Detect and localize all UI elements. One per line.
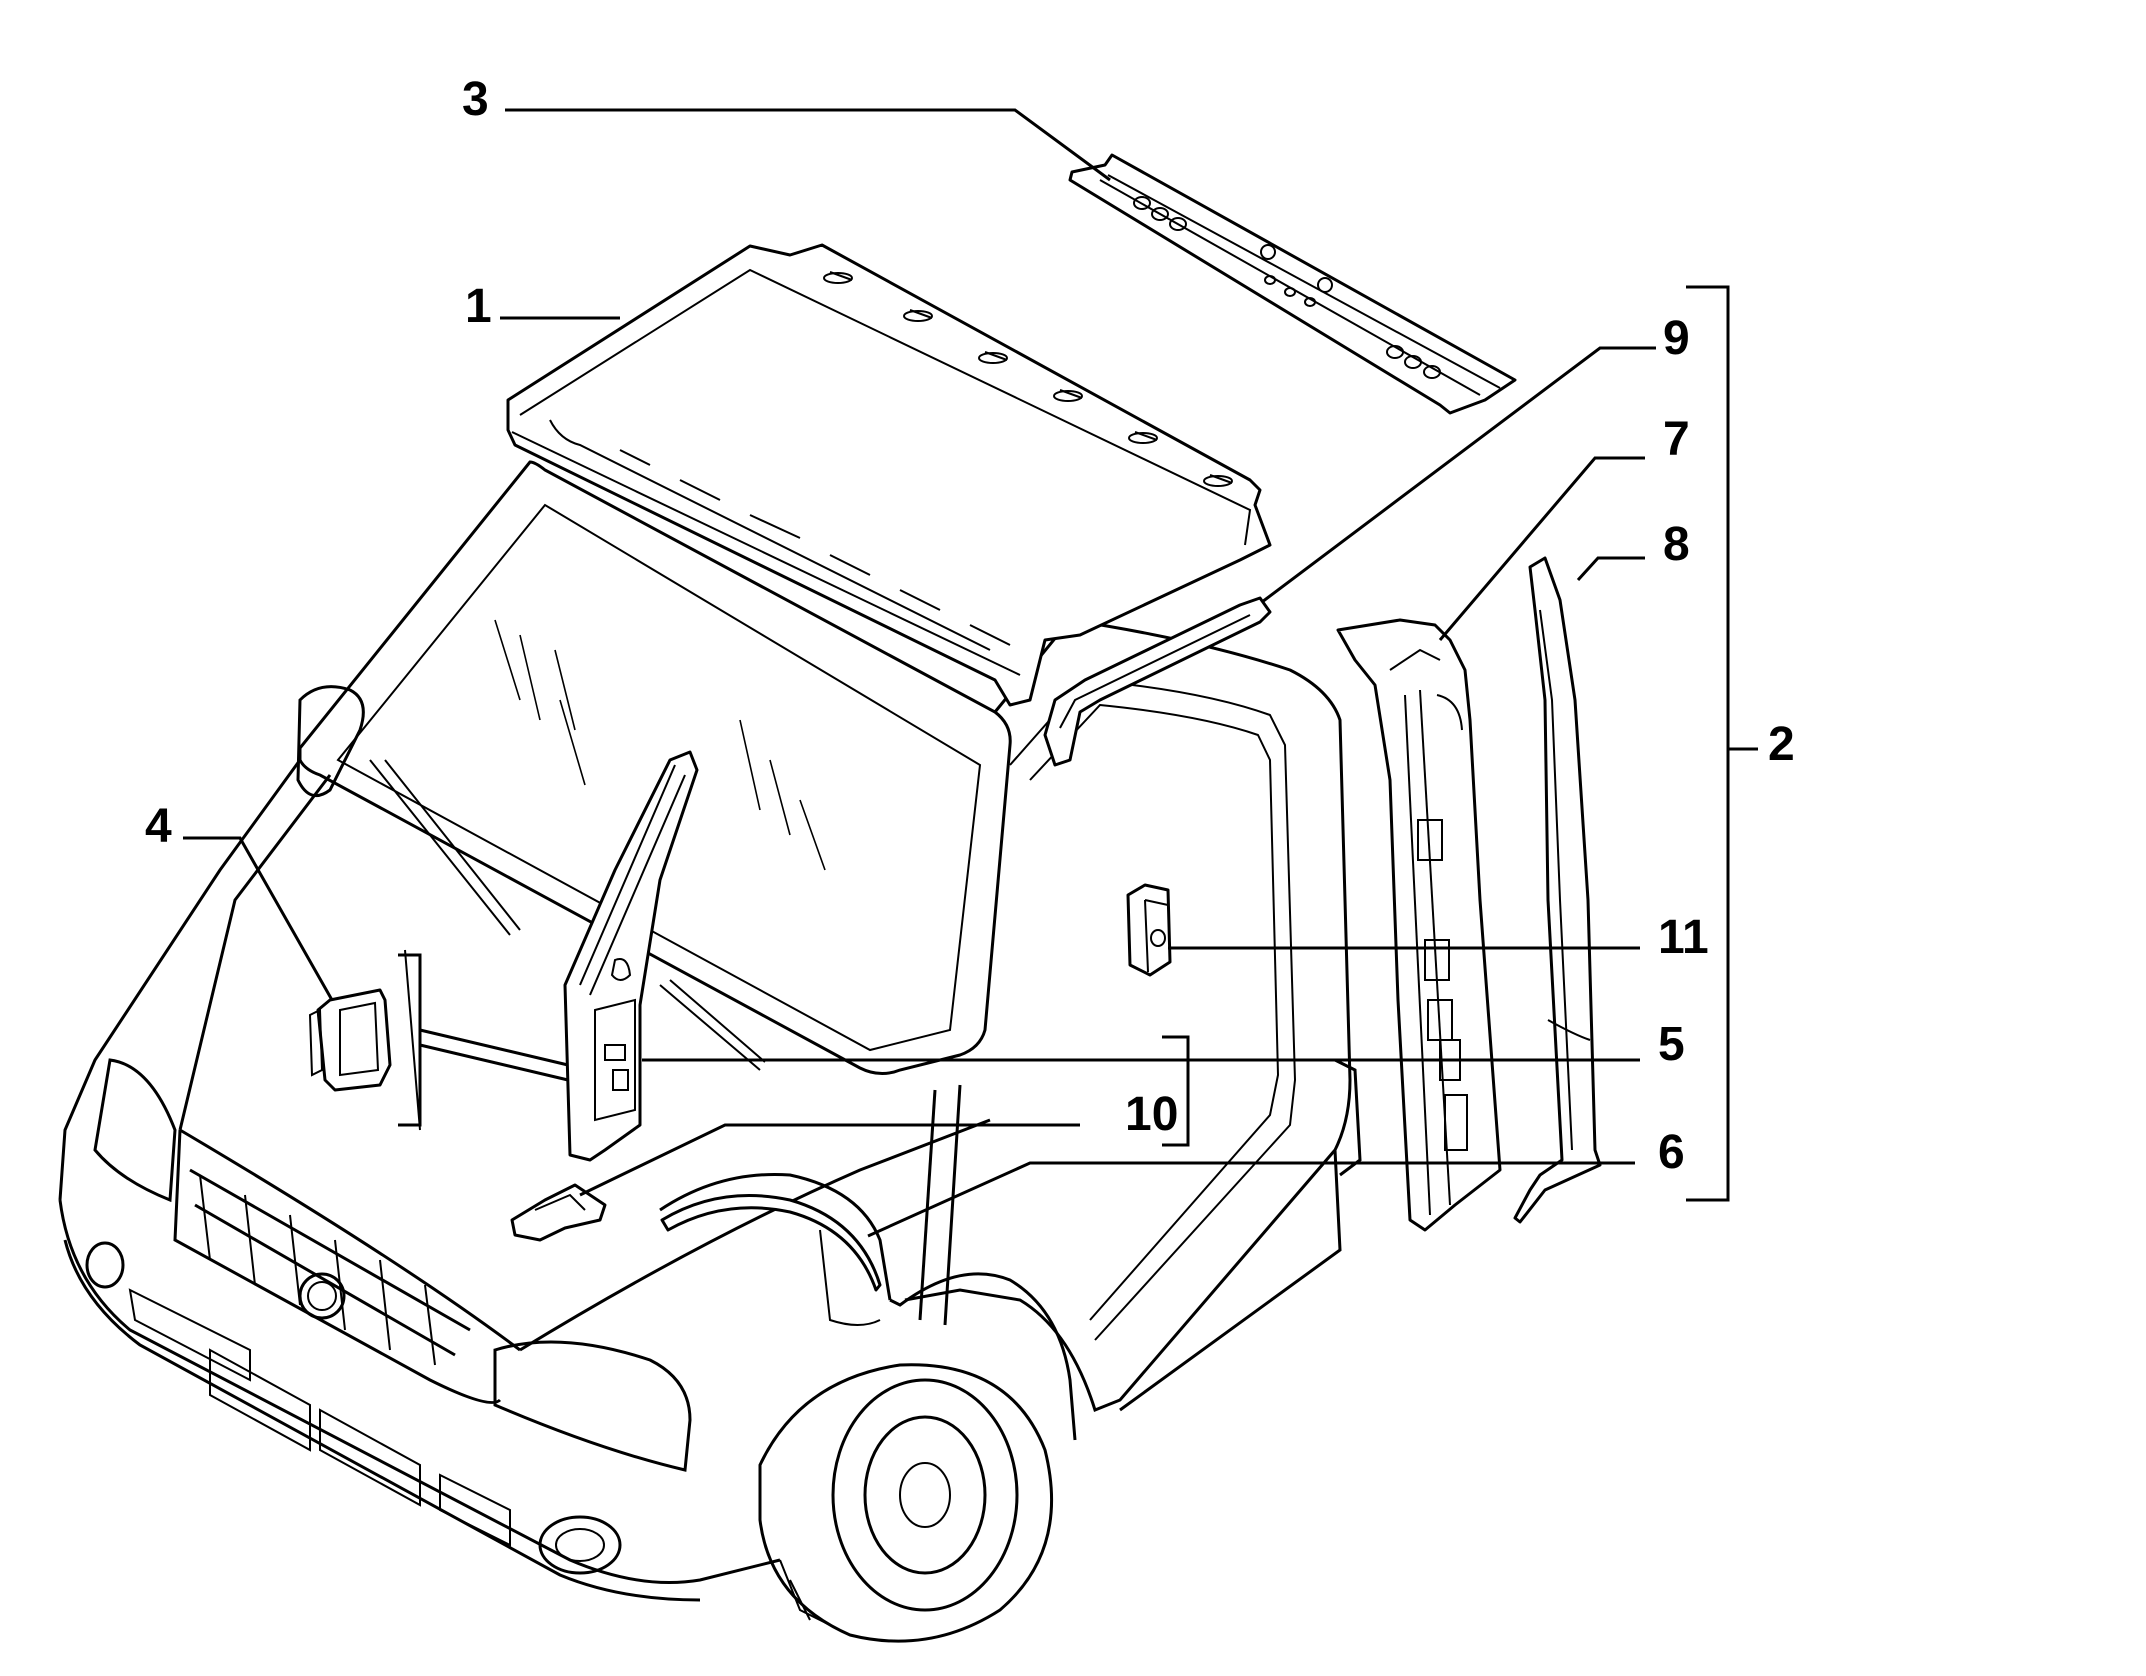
- part-9-roof-trim: [1043, 596, 1272, 767]
- part-7-b-pillar: [1336, 618, 1502, 1232]
- part-5-a-pillar: [563, 750, 699, 1162]
- part-6-arch-trim: [660, 1194, 882, 1292]
- callout-5: 5: [1658, 1018, 1685, 1071]
- part-11-box: [1126, 883, 1172, 977]
- part-10-bracket: [510, 1183, 607, 1242]
- callout-7: 7: [1663, 413, 1690, 466]
- callout-11: 11: [1658, 911, 1709, 964]
- part-4-cover-plate: [308, 988, 392, 1092]
- callout-4: 4: [145, 800, 172, 853]
- callout-3: 3: [462, 73, 489, 126]
- callout-labels: 3 1 9 7 8 2 4 11 5 10 6: [145, 73, 1795, 1179]
- part-8-pillar-trim: [1513, 556, 1602, 1224]
- callout-1: 1: [465, 280, 492, 333]
- callout-9: 9: [1663, 312, 1690, 365]
- callout-6: 6: [1658, 1126, 1685, 1179]
- callout-2: 2: [1768, 718, 1795, 771]
- part-1-roof-panel: [506, 243, 1272, 707]
- callout-10: 10: [1125, 1088, 1178, 1141]
- part-3-roof-rail: [1068, 153, 1517, 415]
- van-body-outline: [58, 460, 1362, 1643]
- callout-8: 8: [1663, 518, 1690, 571]
- leader-lines: [183, 108, 1758, 1238]
